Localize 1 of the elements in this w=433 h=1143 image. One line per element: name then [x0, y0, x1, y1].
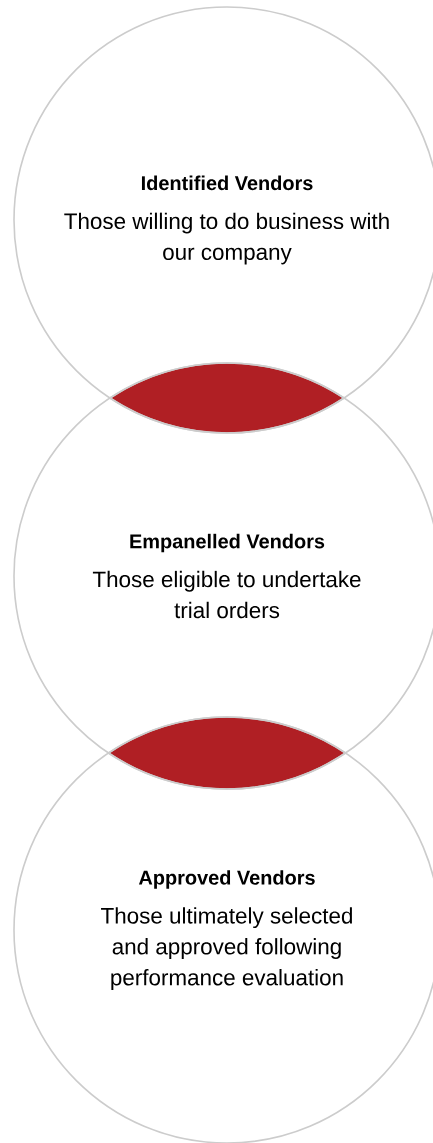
overlap-lens	[109, 362, 345, 434]
